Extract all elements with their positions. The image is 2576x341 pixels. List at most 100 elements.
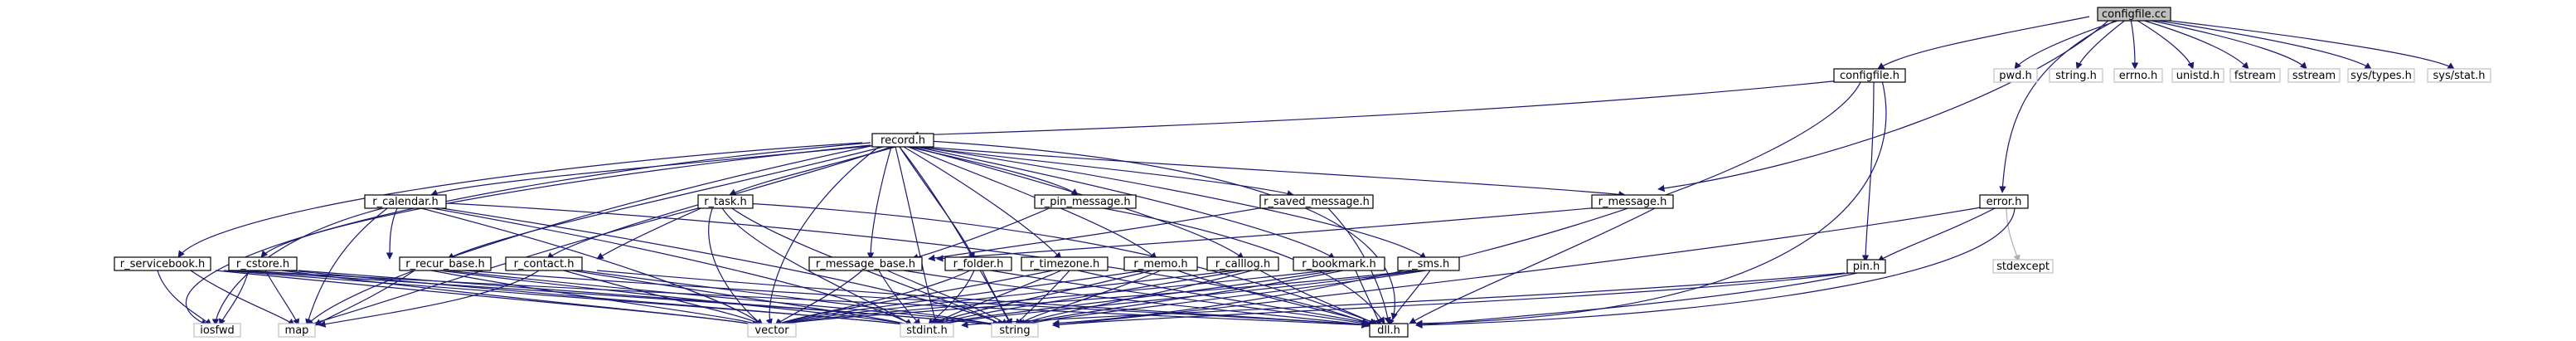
node-label: r_memo.h bbox=[1133, 258, 1187, 270]
edge-rcalllog-vector bbox=[774, 270, 1236, 327]
node-sstream[interactable]: sstream bbox=[2287, 68, 2341, 83]
node-map[interactable]: map bbox=[278, 323, 316, 338]
edge-rsb-iosfwd bbox=[157, 270, 212, 326]
node-label: r_task.h bbox=[704, 196, 747, 208]
edge-rcs-stdint bbox=[289, 270, 913, 329]
edge-rrecur-vector bbox=[430, 270, 762, 327]
edge-rcontact-record bbox=[546, 146, 892, 260]
node-label: r_cstore.h bbox=[236, 258, 289, 270]
edge-rbook-string bbox=[1021, 270, 1344, 326]
node-vector[interactable]: vector bbox=[747, 323, 797, 338]
edge-rsb-record bbox=[177, 142, 863, 258]
edge-rcontact-vector bbox=[563, 270, 764, 326]
node-r-pin-message-h[interactable]: r_pin_message.h bbox=[1034, 194, 1137, 209]
node-r-calendar-h[interactable]: r_calendar.h bbox=[364, 194, 447, 209]
node-box bbox=[944, 256, 1012, 271]
edge-root-sstream bbox=[2142, 18, 2307, 70]
edge-record-stdint bbox=[895, 146, 939, 326]
edge-rcontact-dll bbox=[596, 270, 1369, 329]
node-r-servicebook-h[interactable]: r_servicebook.h bbox=[114, 256, 211, 271]
node-pin-h[interactable]: pin.h bbox=[1846, 259, 1886, 274]
node-r-message-base-h[interactable]: r_message_base.h bbox=[808, 256, 923, 271]
edge-rpin-rmb bbox=[911, 206, 1054, 261]
edge-rcs-vector bbox=[281, 270, 759, 328]
node-pwd-h[interactable]: pwd.h bbox=[1993, 68, 2038, 83]
node-label: sys/types.h bbox=[2350, 70, 2412, 82]
node-error-h[interactable]: error.h bbox=[1979, 194, 2029, 209]
edge-record-string bbox=[899, 146, 1012, 326]
node-record-h[interactable]: record.h bbox=[871, 133, 934, 148]
node-box bbox=[1369, 323, 1409, 338]
node-box bbox=[900, 323, 954, 338]
edge-rsb-map bbox=[190, 270, 295, 326]
edge-rtask-dll bbox=[745, 202, 1377, 325]
edge-configfile-record bbox=[911, 80, 1841, 139]
node-r-recur-base-h[interactable]: r_recur_base.h bbox=[399, 256, 492, 271]
edge-rcalllog-dll bbox=[1259, 270, 1379, 326]
node-r-message-h[interactable]: r_message.h bbox=[1591, 194, 1674, 209]
node-sys-types-h[interactable]: sys/types.h bbox=[2347, 68, 2415, 83]
node-stdexcept[interactable]: stdexcept bbox=[1992, 259, 2054, 274]
node-sys-stat-h[interactable]: sys/stat.h bbox=[2427, 68, 2491, 83]
node-configfile-h[interactable]: configfile.h bbox=[1833, 68, 1906, 83]
node-box bbox=[2097, 7, 2171, 22]
node-r-folder-h[interactable]: r_folder.h bbox=[944, 256, 1012, 271]
node-box bbox=[2427, 68, 2491, 83]
node-r-calllog-h[interactable]: r_calllog.h bbox=[1206, 256, 1279, 271]
node-r-memo-h[interactable]: r_memo.h bbox=[1123, 256, 1198, 271]
edge-record-dll bbox=[928, 140, 1398, 320]
node-dll-h[interactable]: dll.h bbox=[1369, 323, 1409, 338]
node-iosfwd[interactable]: iosfwd bbox=[193, 323, 241, 338]
node-label: r_recur_base.h bbox=[405, 258, 485, 270]
edge-rcalllog-stdint bbox=[934, 270, 1244, 326]
node-r-bookmark-h[interactable]: r_bookmark.h bbox=[1293, 256, 1385, 271]
node-label: r_calllog.h bbox=[1215, 258, 1270, 270]
edge-rsms-dll bbox=[1388, 270, 1431, 326]
edge-rcontact-stdint bbox=[571, 270, 913, 328]
node-label: r_sms.h bbox=[1408, 258, 1449, 270]
edge-configfile-pin bbox=[1861, 80, 1875, 262]
node-r-sms-h[interactable]: r_sms.h bbox=[1397, 256, 1460, 271]
node-r-contact-h[interactable]: r_contact.h bbox=[505, 256, 583, 271]
node-label: iosfwd bbox=[200, 324, 235, 337]
edge-error-dll bbox=[1415, 206, 2016, 329]
node-box bbox=[1979, 194, 2029, 209]
node-box bbox=[1397, 256, 1460, 271]
node-label: r_contact.h bbox=[514, 258, 575, 270]
node-label: r_timezone.h bbox=[1030, 258, 1100, 270]
node-label: configfile.h bbox=[1840, 70, 1899, 82]
node-r-cstore-h[interactable]: r_cstore.h bbox=[228, 256, 298, 271]
node-label: r_calendar.h bbox=[372, 196, 439, 208]
edge-rcontact-string bbox=[580, 270, 1000, 328]
node-errno-h[interactable]: errno.h bbox=[2113, 68, 2163, 83]
node-r-saved-message-h[interactable]: r_saved_message.h bbox=[1259, 194, 1374, 209]
node-label: string bbox=[999, 324, 1030, 337]
edge-rfolder-stdint bbox=[928, 270, 975, 326]
node-fstream[interactable]: fstream bbox=[2229, 68, 2281, 83]
edge-rcal-vector bbox=[414, 206, 764, 326]
edge-rcontact-map bbox=[318, 270, 540, 328]
node-box bbox=[114, 256, 211, 271]
node-box bbox=[1021, 256, 1109, 271]
node-box bbox=[747, 323, 797, 338]
node-unistd-h[interactable]: unistd.h bbox=[2171, 68, 2224, 83]
node-label: stdexcept bbox=[1996, 261, 2050, 273]
node-configfile-cc[interactable]: configfile.cc bbox=[2097, 7, 2171, 22]
node-string-h[interactable]: string.h bbox=[2049, 68, 2103, 83]
edge-root-errno bbox=[2130, 18, 2139, 70]
edge-rmb-stdint bbox=[878, 270, 921, 326]
node-box bbox=[278, 323, 316, 338]
node-box bbox=[1992, 259, 2054, 274]
edge-rmsg-rmb bbox=[936, 206, 1609, 262]
edge-rmsg-record bbox=[924, 146, 1626, 198]
node-r-timezone-h[interactable]: r_timezone.h bbox=[1021, 256, 1109, 271]
node-r-task-h[interactable]: r_task.h bbox=[697, 194, 754, 209]
node-label: string.h bbox=[2055, 70, 2097, 82]
node-string[interactable]: string bbox=[991, 323, 1039, 338]
node-box bbox=[1123, 256, 1198, 271]
edge-rtask-rcontact bbox=[596, 206, 706, 260]
node-box bbox=[991, 323, 1039, 338]
node-stdint-h[interactable]: stdint.h bbox=[900, 323, 954, 338]
edge-rrecur-record bbox=[447, 146, 884, 260]
